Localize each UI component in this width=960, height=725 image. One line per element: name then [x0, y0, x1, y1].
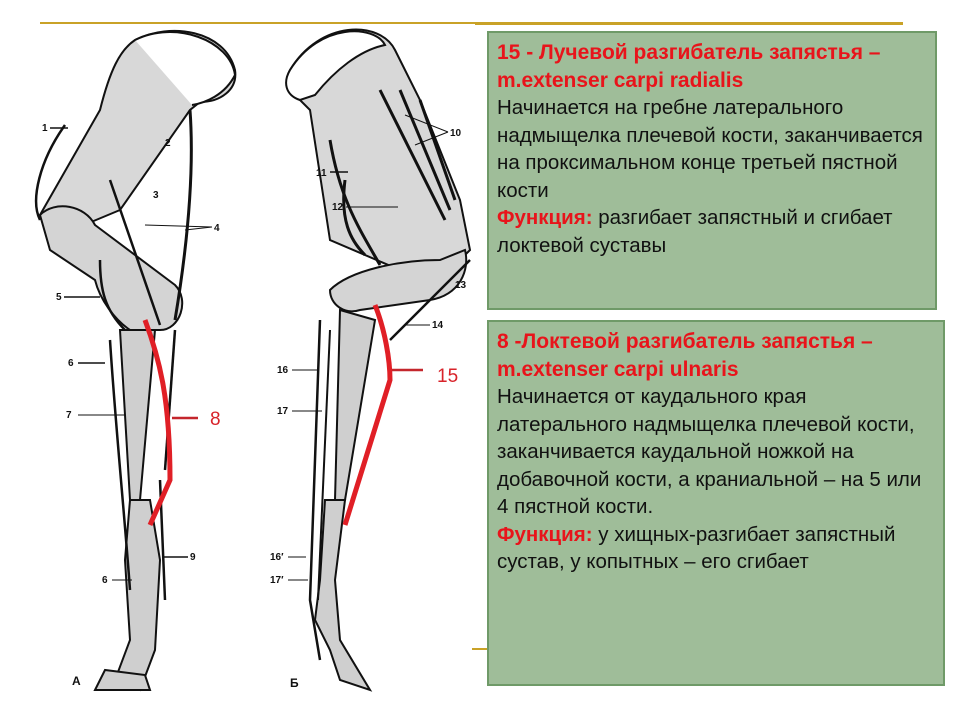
svg-text:6: 6: [102, 575, 108, 586]
box-description: Начинается от каудального края латеральн…: [497, 385, 922, 518]
forelimb-anatomy-figure: 8 1 2 3 4 5 6 7 6 9 А: [0, 24, 480, 720]
svg-text:10: 10: [450, 128, 462, 139]
svg-text:16: 16: [277, 365, 289, 376]
labels-view-b: 10 11 12 13 14 16 17 16′ 17′ Б: [270, 114, 467, 690]
box-description: Начинается на гребне латерального надмыщ…: [497, 96, 923, 202]
labels-view-a: 1 2 3 4 5 6 7 6 9 А: [42, 123, 220, 688]
box-title: 15 - Лучевой разгибатель запястья – m.ex…: [497, 41, 881, 92]
svg-text:12: 12: [332, 202, 344, 213]
function-label: Функция:: [497, 522, 593, 546]
svg-text:5: 5: [56, 292, 62, 303]
label-8: 8: [210, 409, 221, 430]
svg-text:13: 13: [455, 280, 467, 291]
svg-text:4: 4: [214, 223, 220, 234]
bottom-rule-fragment: [472, 648, 490, 650]
function-text: разгибает запястный и сгибает локтевой с…: [497, 206, 893, 257]
svg-text:1: 1: [42, 123, 48, 134]
svg-text:Б: Б: [290, 676, 299, 690]
svg-text:14: 14: [432, 320, 444, 331]
svg-text:А: А: [72, 674, 81, 688]
limb-view-b: [285, 28, 472, 692]
function-label: Функция:: [497, 206, 593, 229]
svg-text:7: 7: [66, 410, 72, 421]
svg-text:17′: 17′: [270, 575, 284, 586]
svg-text:3: 3: [153, 190, 159, 201]
info-box-ulnaris: 8 -Локтевой разгибатель запястья – m.ext…: [487, 320, 945, 686]
top-rule-left: [40, 22, 475, 24]
svg-text:17: 17: [277, 406, 289, 417]
top-rule-right: [475, 22, 903, 25]
limb-view-a: [34, 29, 237, 692]
muscle-15-highlight: [342, 304, 393, 526]
svg-text:2: 2: [165, 138, 171, 149]
muscle-8-highlight: [142, 319, 173, 527]
svg-text:16′: 16′: [270, 552, 284, 563]
svg-text:11: 11: [316, 168, 327, 179]
svg-text:9: 9: [190, 552, 196, 563]
svg-text:6: 6: [68, 358, 74, 369]
function-text: у хищных-разгибает запястный сустав, у к…: [497, 522, 896, 574]
info-box-radialis: 15 - Лучевой разгибатель запястья – m.ex…: [487, 31, 937, 310]
box-title: 8 -Локтевой разгибатель запястья – m.ext…: [497, 330, 873, 381]
label-15: 15: [437, 366, 458, 387]
